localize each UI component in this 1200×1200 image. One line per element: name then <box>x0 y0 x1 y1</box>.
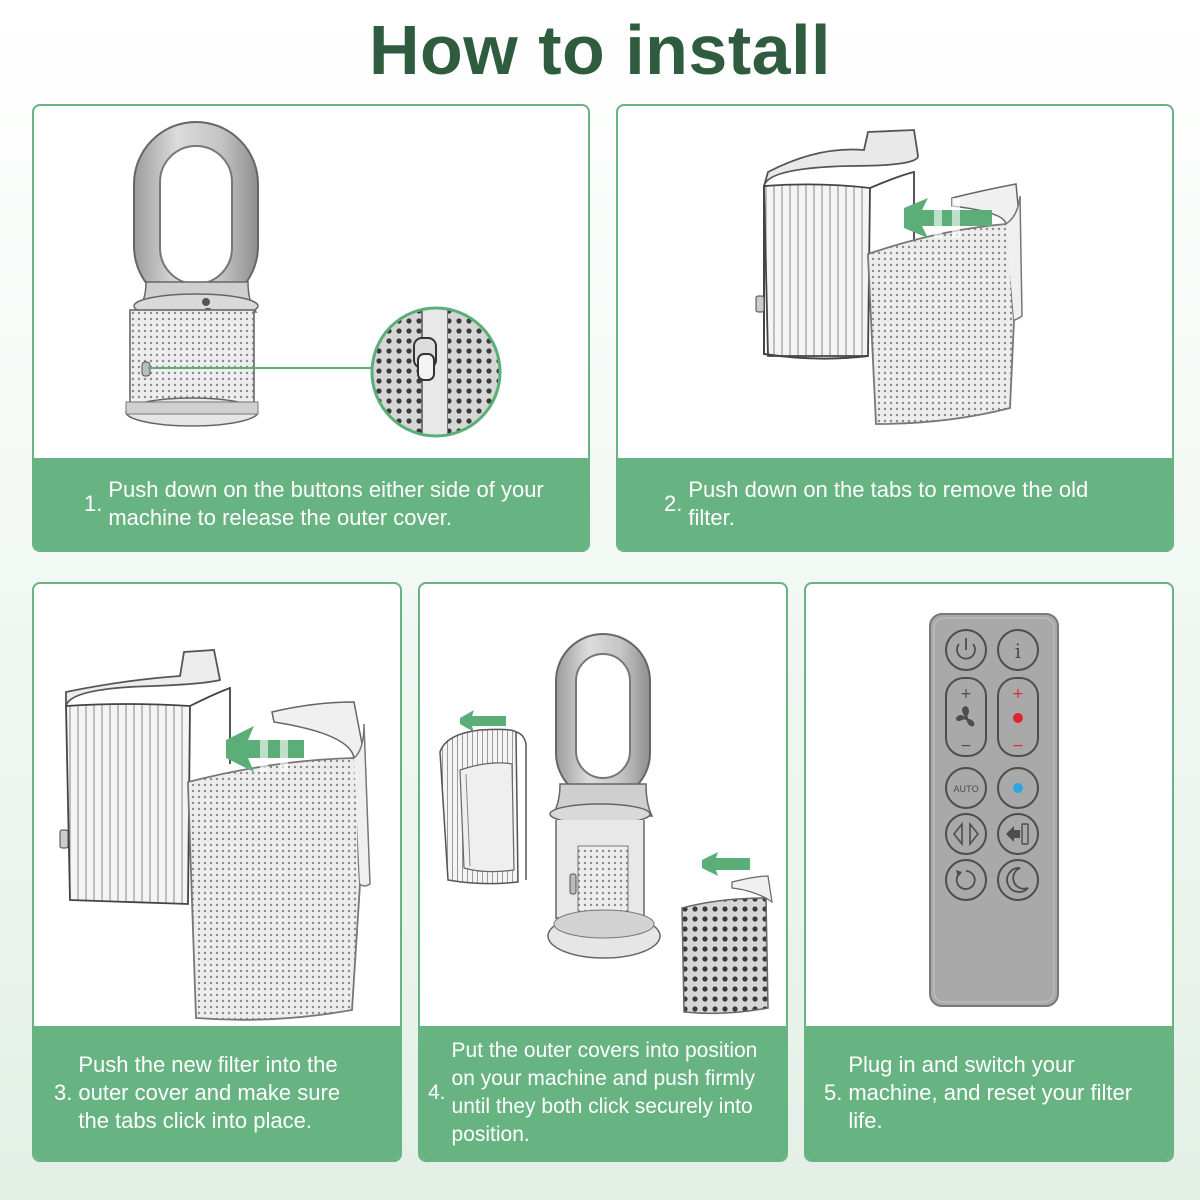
arrow-icon <box>904 198 992 238</box>
outer-cover-illustration <box>187 701 371 1021</box>
step-5-card: i + − + − AUTO <box>804 582 1174 1162</box>
step-2-caption: 2. Push down on the tabs to remove the o… <box>618 458 1172 550</box>
step-5-caption: 5. Plug in and switch your machine, and … <box>806 1026 1172 1160</box>
step-4-caption: 4. Put the outer covers into position on… <box>420 1026 786 1160</box>
step-number: 5. <box>824 1080 843 1105</box>
oscillation-icon <box>945 813 987 855</box>
inner-filter-illustration <box>439 728 527 885</box>
timer-icon <box>945 859 987 901</box>
step-4-illustration <box>420 584 786 1024</box>
step-1-caption: 1. Push down on the buttons either side … <box>34 458 588 550</box>
step-number: 4. <box>428 1081 446 1104</box>
arrow-icon <box>702 852 750 876</box>
step-text: Plug in and switch your machine, and res… <box>848 1052 1133 1133</box>
step-2-card: 2. Push down on the tabs to remove the o… <box>616 104 1174 552</box>
airflow-direction-icon <box>997 813 1039 855</box>
inner-filter-illustration <box>59 649 231 905</box>
step-3-illustration <box>34 584 400 1024</box>
arrow-icon <box>226 726 304 772</box>
step-number: 1. <box>84 491 103 516</box>
outer-cover-illustration <box>867 183 1023 425</box>
step-1-illustration <box>34 106 588 466</box>
purifier-fan-illustration <box>547 633 661 959</box>
info-icon: i <box>997 629 1039 671</box>
arrow-icon <box>460 710 506 732</box>
step-1-card: 1. Push down on the buttons either side … <box>32 104 590 552</box>
remote-control-illustration: i + − + − AUTO <box>929 613 1059 1007</box>
power-icon <box>945 629 987 671</box>
inner-filter-illustration <box>755 129 919 360</box>
heat-indicator-icon <box>1013 713 1023 723</box>
svg-text:−: − <box>960 738 972 754</box>
step-text: Push down on the buttons either side of … <box>108 477 544 530</box>
step-3-card: 3. Push the new filter into the outer co… <box>32 582 402 1162</box>
step-text: Put the outer covers into position on yo… <box>451 1039 758 1146</box>
page-title: How to install <box>369 11 831 89</box>
svg-text:i: i <box>1015 639 1021 663</box>
svg-text:+: + <box>1012 686 1024 702</box>
svg-text:−: − <box>1012 738 1024 754</box>
step-2-illustration <box>618 106 1172 466</box>
step-4-card: 4. Put the outer covers into position on… <box>418 582 788 1162</box>
cool-indicator-icon <box>1013 783 1023 793</box>
step-3-caption: 3. Push the new filter into the outer co… <box>34 1026 400 1160</box>
outer-cover-illustration <box>681 875 773 1015</box>
fan-icon <box>956 706 975 727</box>
button-zoom-illustration <box>370 306 502 438</box>
svg-text:AUTO: AUTO <box>953 785 978 795</box>
step-text: Push the new filter into the outer cover… <box>78 1052 341 1133</box>
step-number: 2. <box>664 491 683 516</box>
night-mode-icon <box>997 859 1039 901</box>
step-text: Push down on the tabs to remove the old … <box>688 477 1089 530</box>
step-number: 3. <box>54 1080 73 1105</box>
purifier-fan-illustration <box>125 121 259 427</box>
svg-text:+: + <box>960 686 972 702</box>
step-5-illustration: i + − + − AUTO <box>806 584 1172 1024</box>
